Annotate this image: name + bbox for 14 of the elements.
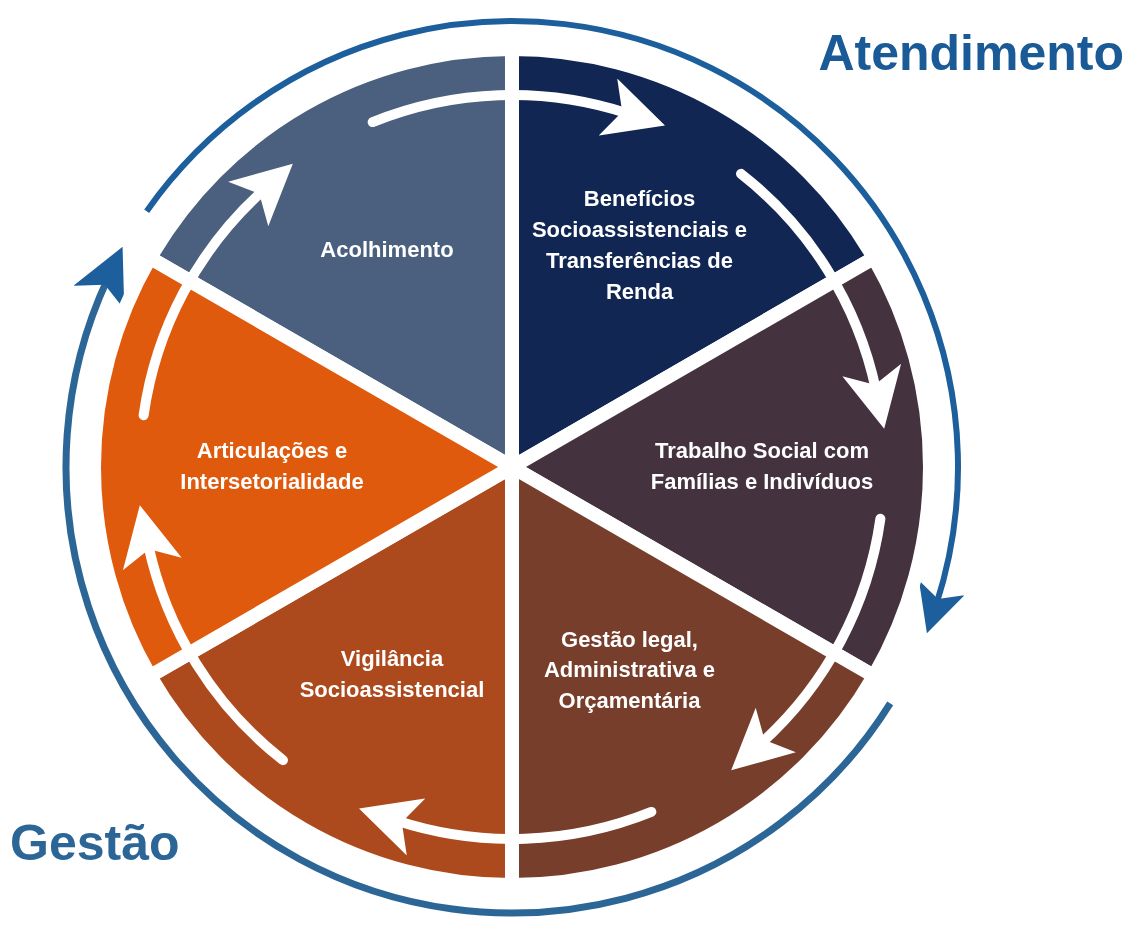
cycle-label: Gestão: [10, 818, 180, 868]
sector-label: Benefícios Socioassistenciais e Transferências de Renda: [530, 185, 749, 306]
cycle-label: Atendimento: [818, 28, 1124, 78]
sector-label: Gestão legal, Administrativa e Orçamentária: [542, 625, 717, 715]
sector-label: Vigilância Socioassistencial: [298, 645, 486, 704]
arrow: [732, 513, 886, 772]
arrow: [138, 162, 292, 421]
sector-label: Articulações e Intersetorialidade: [179, 437, 365, 496]
arrow: [358, 796, 657, 855]
sector-label: Acolhimento: [319, 236, 455, 265]
arrow: [367, 79, 666, 138]
arrow: [736, 168, 900, 429]
sector-label: Trabalho Social com Famílias e Indivíduos: [649, 437, 875, 496]
arrow: [124, 505, 288, 766]
